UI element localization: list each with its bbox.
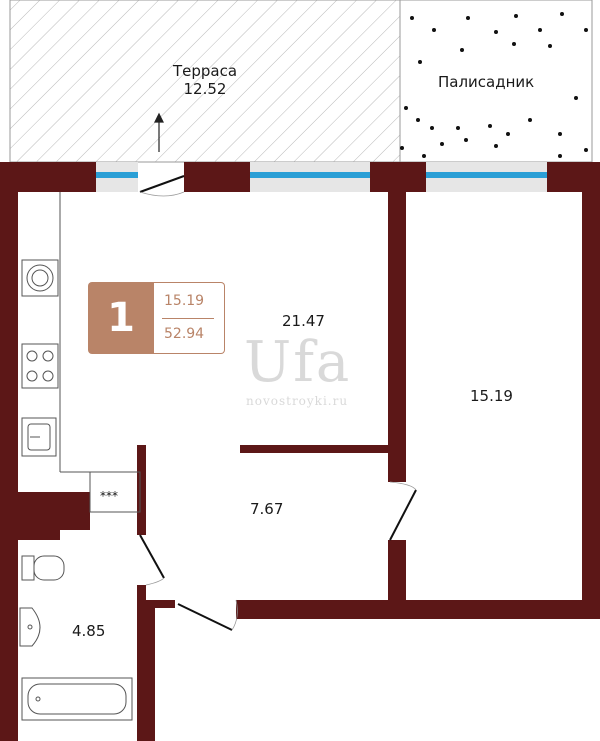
terrace-arrow — [154, 112, 164, 152]
walls — [0, 162, 600, 741]
badge-areas: 15.19 52.94 — [154, 282, 225, 354]
apartment-badge: 1 15.19 52.94 — [88, 282, 226, 354]
terrace-area — [9, 0, 401, 163]
windows — [96, 162, 547, 192]
ventilation-marks: *** — [100, 489, 118, 503]
bathroom-sink-icon — [19, 607, 41, 647]
terrace-label: Терраса 12.52 — [160, 62, 250, 98]
kitchen-sink-icon — [21, 417, 57, 457]
bedroom-area: 15.19 — [470, 387, 513, 405]
doors — [139, 175, 417, 631]
hall-area: 7.67 — [250, 500, 284, 518]
watermark-logo: Ufa — [244, 330, 352, 395]
bathtub-icon — [21, 677, 133, 721]
kitchen-counter — [59, 192, 141, 513]
badge-divider — [162, 318, 214, 319]
garden-area — [399, 0, 593, 163]
terrace-area-value: 12.52 — [183, 80, 227, 98]
toilet-icon — [21, 555, 65, 581]
bathroom-area: 4.85 — [72, 622, 106, 640]
living-area: 15.19 — [164, 293, 205, 309]
svg-text:***: *** — [100, 489, 118, 503]
terrace-name: Терраса — [172, 62, 238, 80]
total-area: 52.94 — [164, 326, 205, 342]
watermark-site: novostroyki.ru — [246, 394, 349, 408]
garden-label: Палисадник — [438, 73, 535, 91]
stove-icon — [21, 343, 59, 389]
kitchen-living-area: 21.47 — [282, 312, 325, 330]
washing-machine-icon — [21, 259, 59, 297]
rooms-count: 1 — [88, 282, 154, 354]
